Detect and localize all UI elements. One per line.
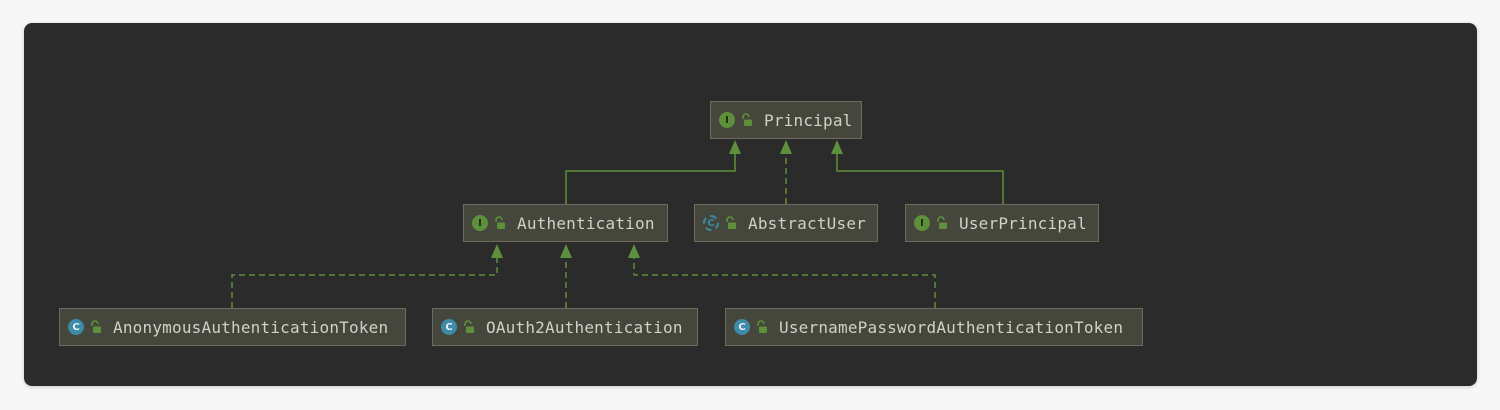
interface-icon: I — [914, 215, 930, 231]
abstract-class-icon: C — [703, 215, 719, 231]
open-lock-icon — [726, 216, 736, 229]
node-label: Principal — [764, 110, 853, 130]
node-label: UserPrincipal — [959, 213, 1087, 233]
node-label: AbstractUser — [748, 213, 866, 233]
interface-icon: I — [719, 112, 735, 128]
open-lock-icon — [464, 320, 474, 333]
node-anonymous-authentication-token[interactable]: C AnonymousAuthenticationToken — [59, 308, 406, 346]
open-lock-icon — [937, 216, 947, 229]
node-label: AnonymousAuthenticationToken — [113, 317, 389, 337]
node-label: OAuth2Authentication — [486, 317, 683, 337]
open-lock-icon — [757, 320, 767, 333]
class-icon: C — [441, 319, 457, 335]
node-principal[interactable]: I Principal — [710, 101, 862, 139]
node-oauth2-authentication[interactable]: C OAuth2Authentication — [432, 308, 698, 346]
node-abstract-user[interactable]: C AbstractUser — [694, 204, 878, 242]
node-label: UsernamePasswordAuthenticationToken — [779, 317, 1124, 337]
open-lock-icon — [495, 216, 505, 229]
class-icon: C — [68, 319, 84, 335]
node-authentication[interactable]: I Authentication — [463, 204, 668, 242]
open-lock-icon — [742, 113, 752, 126]
class-icon: C — [734, 319, 750, 335]
node-label: Authentication — [517, 213, 655, 233]
open-lock-icon — [91, 320, 101, 333]
node-username-password-authentication-token[interactable]: C UsernamePasswordAuthenticationToken — [725, 308, 1143, 346]
interface-icon: I — [472, 215, 488, 231]
node-user-principal[interactable]: I UserPrincipal — [905, 204, 1099, 242]
